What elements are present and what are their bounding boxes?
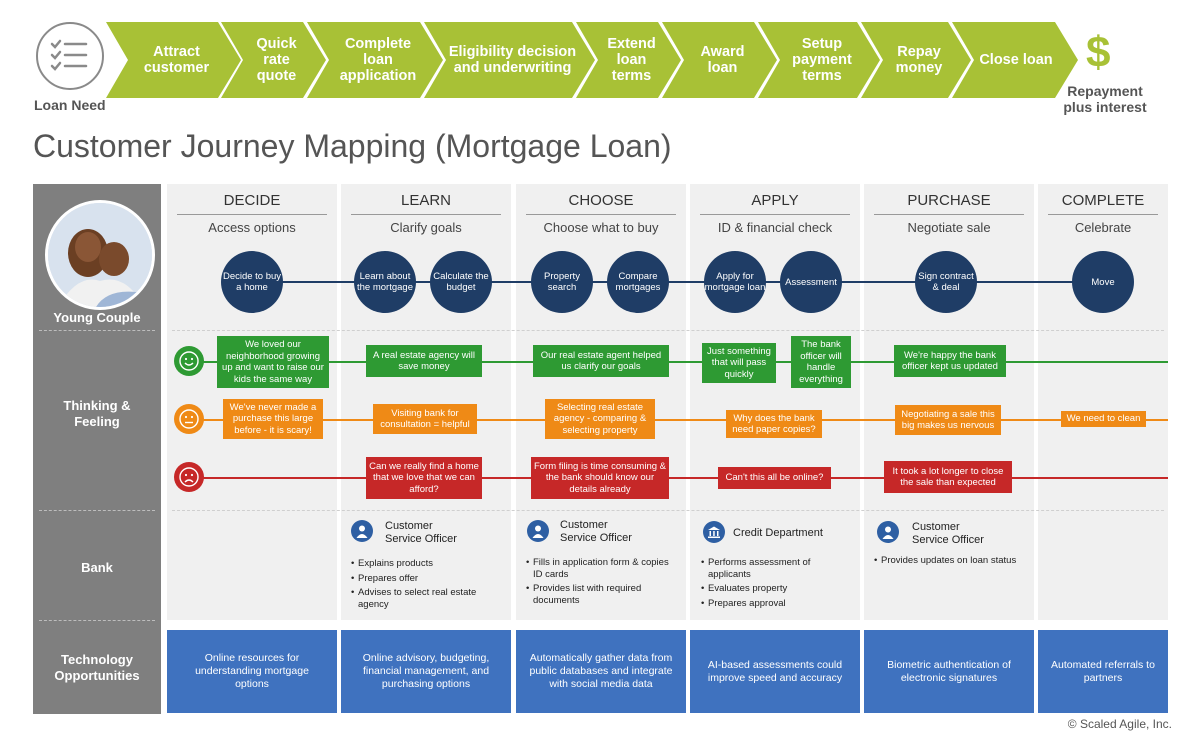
bank-role: Customer Service Officer: [560, 519, 632, 544]
process-step-extend-terms: Extend loan terms: [576, 22, 681, 98]
step-circle: Learn about the mortgage: [354, 251, 416, 313]
process-step-attract: Attract customer: [106, 22, 241, 98]
process-step-payment-terms: Setup payment terms: [758, 22, 880, 98]
list-item: Prepares approval: [701, 598, 851, 610]
journey-line: [250, 281, 1106, 283]
bank-actions-apply: Performs assessment of applicants Evalua…: [701, 557, 851, 612]
process-step-application: Complete loan application: [307, 22, 443, 98]
list-item: Prepares offer: [351, 573, 499, 585]
repayment-label: Repayment plus interest: [1063, 83, 1147, 115]
neutral-note: Negotiating a sale this big makes us ner…: [895, 405, 1001, 435]
stage-panel-complete: COMPLETE Celebrate: [1038, 184, 1168, 620]
copyright: © Scaled Agile, Inc.: [1067, 717, 1172, 731]
bank-role: Customer Service Officer: [385, 520, 457, 545]
stage-subtitle: Clarify goals: [390, 220, 462, 235]
tech-opportunity: Online advisory, budgeting, financial ma…: [341, 630, 511, 713]
list-item: Fills in application form & copies ID ca…: [526, 557, 676, 580]
list-item: Provides updates on loan status: [874, 555, 1034, 567]
person-icon: [351, 520, 373, 542]
stage-title: DECIDE: [177, 192, 327, 215]
row-label-persona: Young Couple: [53, 310, 141, 325]
positive-note: Just something that will pass quickly: [702, 343, 776, 383]
bank-actions-choose: Fills in application form & copies ID ca…: [526, 557, 676, 609]
couple-photo: [45, 200, 155, 310]
positive-note: Our real estate agent helped us clarify …: [533, 345, 669, 377]
stage-panel-learn: LEARN Clarify goals: [341, 184, 511, 620]
step-circle: Compare mortgages: [607, 251, 669, 313]
step-circle: Property search: [531, 251, 593, 313]
bank-actions-purchase: Provides updates on loan status: [874, 555, 1034, 570]
neutral-note: We've never made a purchase this large b…: [223, 399, 323, 439]
loan-need-label: Loan Need: [34, 97, 106, 113]
neutral-note: Selecting real estate agency - comparing…: [545, 399, 655, 439]
row-label-bank: Bank: [81, 560, 113, 575]
tech-opportunity: Online resources for understanding mortg…: [167, 630, 337, 713]
person-icon: [527, 520, 549, 542]
step-circle: Assessment: [780, 251, 842, 313]
positive-note: We're happy the bank officer kept us upd…: [894, 345, 1006, 377]
step-circle: Apply for mortgage loan: [704, 251, 766, 313]
stage-title: APPLY: [700, 192, 850, 215]
row-label-tech: Technology Opportunities: [54, 652, 140, 683]
negative-note: Form filing is time consuming & the bank…: [531, 457, 669, 499]
stage-subtitle: ID & financial check: [717, 220, 833, 235]
stage-title: COMPLETE: [1048, 192, 1158, 215]
list-item: Performs assessment of applicants: [701, 557, 851, 580]
bank-role: Credit Department: [733, 527, 823, 539]
tech-opportunity: Automatically gather data from public da…: [516, 630, 686, 713]
step-circle: Calculate the budget: [430, 251, 492, 313]
checklist-icon: [36, 22, 104, 90]
positive-note: We loved our neighborhood growing up and…: [217, 336, 329, 388]
stage-subtitle: Celebrate: [1074, 220, 1132, 235]
bank-role: Customer Service Officer: [912, 521, 984, 546]
list-item: Explains products: [351, 558, 499, 570]
neutral-note: Why does the bank need paper copies?: [726, 410, 822, 438]
page-title: Customer Journey Mapping (Mortgage Loan): [33, 128, 672, 164]
bank-building-icon: [703, 521, 725, 543]
negative-note: Can we really find a home that we love t…: [366, 457, 482, 499]
row-label-thinking: Thinking & Feeling: [63, 398, 131, 429]
tech-opportunity: Biometric authentication of electronic s…: [864, 630, 1034, 713]
stage-subtitle: Access options: [208, 220, 296, 235]
dollar-icon: $: [1086, 28, 1111, 77]
positive-note: The bank officer will handle everything: [791, 336, 851, 388]
positive-note: A real estate agency will save money: [366, 345, 482, 377]
stage-title: LEARN: [351, 192, 501, 215]
neutral-note: We need to clean: [1061, 411, 1146, 427]
step-circle: Decide to buy a home: [221, 251, 283, 313]
neutral-face-icon: [174, 404, 204, 434]
tech-opportunity: AI-based assessments could improve speed…: [690, 630, 860, 713]
step-circle: Sign contract & deal: [915, 251, 977, 313]
negative-note: Can't this all be online?: [718, 467, 831, 489]
neutral-note: Visiting bank for consultation = helpful: [373, 404, 477, 434]
list-item: Provides list with required documents: [526, 583, 676, 606]
sad-face-icon: [174, 462, 204, 492]
list-item: Advises to select real estate agency: [351, 587, 499, 610]
negative-note: It took a lot longer to close the sale t…: [884, 461, 1012, 493]
stage-title: PURCHASE: [874, 192, 1024, 215]
stage-title: CHOOSE: [526, 192, 676, 215]
tech-opportunity: Automated referrals to partners: [1038, 630, 1168, 713]
bank-actions-learn: Explains products Prepares offer Advises…: [351, 558, 499, 613]
stage-subtitle: Choose what to buy: [543, 220, 659, 235]
step-circle: Move: [1072, 251, 1134, 313]
person-icon: [877, 521, 899, 543]
list-item: Evaluates property: [701, 583, 851, 595]
stage-subtitle: Negotiate sale: [907, 220, 991, 235]
process-step-eligibility: Eligibility decision and underwriting: [424, 22, 595, 98]
smile-face-icon: [174, 346, 204, 376]
stage-panel-apply: APPLY ID & financial check: [690, 184, 860, 620]
